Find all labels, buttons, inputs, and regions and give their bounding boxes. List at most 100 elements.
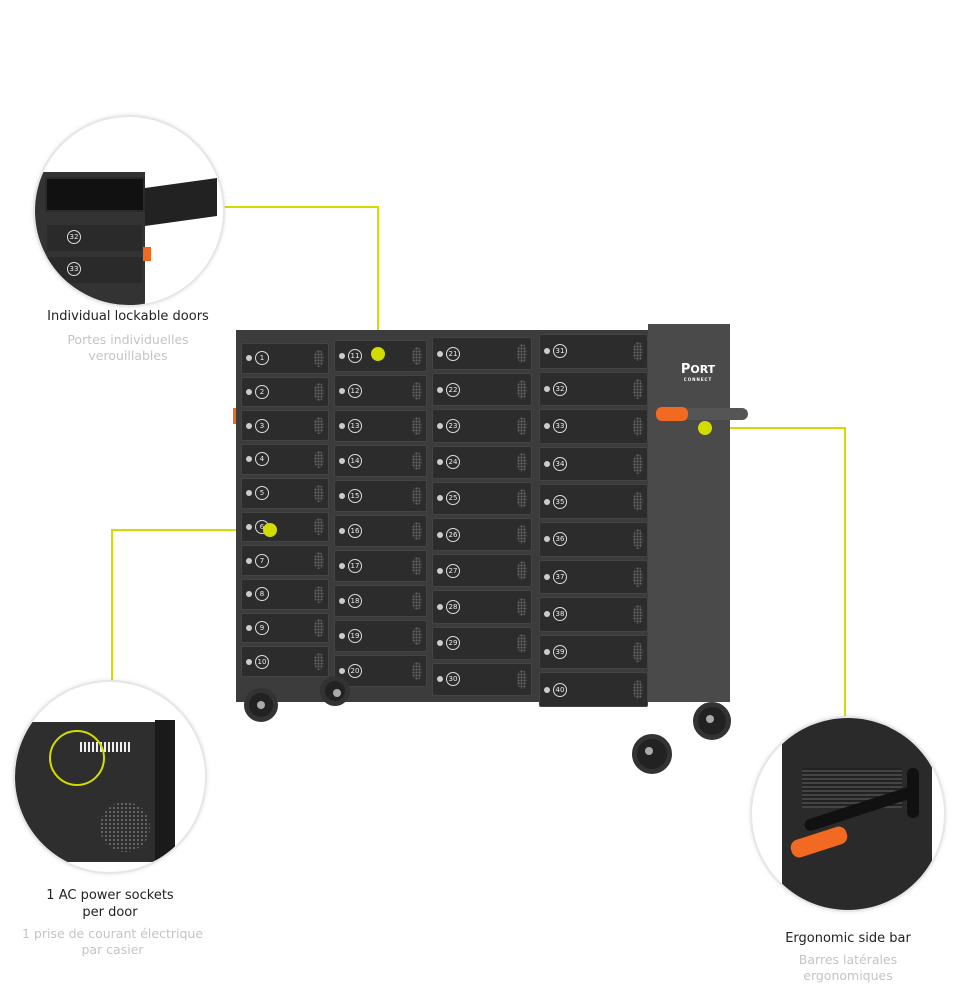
vent-grille (633, 529, 643, 550)
locker-door[interactable]: 31 (539, 334, 648, 369)
door-number: 4 (255, 452, 269, 467)
door-number: 37 (553, 569, 567, 584)
door-number: 35 (553, 494, 567, 509)
subtitle-line: Portes individuelles (67, 332, 189, 347)
callout-title-doors: Individual lockable doors (47, 309, 209, 324)
vent-grille (412, 662, 422, 680)
lock-icon (544, 423, 550, 430)
locker-door[interactable]: 40 (539, 672, 648, 707)
door-number: 30 (446, 672, 460, 687)
locker-door[interactable]: 26 (432, 518, 532, 552)
vent-grille (412, 557, 422, 575)
lock-icon (246, 422, 252, 429)
locker-door[interactable]: 1 (241, 343, 329, 374)
locker-door[interactable]: 37 (539, 559, 648, 595)
lock-icon (246, 591, 252, 598)
detail-circle-power (13, 680, 207, 874)
locker-door[interactable]: 18 (334, 585, 427, 617)
locker-door[interactable]: 10 (241, 646, 329, 678)
door-number: 39 (553, 645, 567, 660)
door-number: 11 (348, 349, 362, 363)
door-number: 36 (553, 532, 567, 547)
caster-wheel (244, 688, 278, 722)
locker-door[interactable]: 33 (539, 409, 648, 444)
locker-door[interactable]: 8 (241, 578, 329, 610)
locker-door[interactable]: 36 (539, 521, 648, 557)
vent-grille (314, 653, 324, 671)
caster-wheel (320, 676, 350, 706)
locker-door[interactable]: 23 (432, 409, 532, 443)
locker-door[interactable]: 5 (241, 477, 329, 509)
locker-door[interactable]: 32 (539, 371, 648, 407)
locker-door[interactable]: 4 (241, 444, 329, 475)
vent-grille (314, 518, 324, 536)
title-line: per door (82, 905, 138, 920)
lock-icon (246, 557, 252, 564)
locker-door[interactable]: 25 (432, 481, 532, 516)
locker-door[interactable]: 15 (334, 480, 427, 512)
locker-door[interactable]: 16 (334, 515, 427, 547)
lock-icon (246, 456, 252, 463)
door-number: 33 (553, 419, 567, 434)
lock-icon (437, 640, 443, 647)
door-number: 32 (553, 381, 567, 396)
locker-door[interactable]: 38 (539, 597, 648, 632)
locker-door[interactable]: 20 (334, 655, 427, 687)
locker-door[interactable]: 39 (539, 634, 648, 670)
door-number: 16 (348, 524, 362, 538)
door-number: 34 (553, 457, 567, 472)
lock-icon (437, 350, 443, 357)
callout-dot-sidebar (698, 421, 712, 435)
locker-door[interactable]: 28 (432, 590, 532, 624)
locker-door[interactable]: 6 (241, 511, 329, 543)
locker-door[interactable]: 27 (432, 554, 532, 588)
locker-door[interactable]: 29 (432, 626, 532, 660)
callout-dot-doors (371, 347, 385, 361)
lock-icon (544, 611, 550, 618)
vent-grille (314, 450, 324, 469)
locker-door[interactable]: 13 (334, 410, 427, 442)
locker-door[interactable]: 24 (432, 445, 532, 479)
detail-circle-doors: 32 33 (33, 115, 225, 307)
subtitle-line: par casier (81, 942, 144, 957)
lock-icon (544, 461, 550, 468)
door-number: 27 (446, 563, 460, 578)
lock-icon (544, 348, 550, 355)
locker-door[interactable]: 21 (432, 337, 532, 371)
locker-door[interactable]: 22 (432, 373, 532, 407)
locker-door[interactable]: 17 (334, 550, 427, 582)
vent-grille (517, 452, 527, 472)
locker-door[interactable]: 19 (334, 620, 427, 652)
door-number: 28 (446, 600, 460, 615)
lock-icon (437, 495, 443, 502)
vent-grille (517, 670, 527, 689)
locker-door[interactable]: 2 (241, 376, 329, 408)
lock-icon (339, 388, 345, 394)
locker-door[interactable]: 30 (432, 662, 532, 697)
subtitle-line: verouillables (88, 348, 168, 363)
locker-door[interactable]: 12 (334, 375, 427, 407)
lock-icon (437, 676, 443, 683)
vent-grille (412, 487, 422, 505)
lock-icon (437, 531, 443, 538)
locker-door[interactable]: 7 (241, 545, 329, 576)
door-number: 8 (255, 587, 269, 602)
vent-grille (633, 341, 643, 362)
locker-door[interactable]: 9 (241, 612, 329, 644)
lock-icon (339, 528, 345, 534)
callout-title-sidebar: Ergonomic side bar (785, 931, 911, 946)
locker-door[interactable]: 34 (539, 446, 648, 482)
locker-door[interactable]: 35 (539, 484, 648, 519)
vent-grille (517, 597, 527, 617)
lock-icon (544, 686, 550, 693)
vent-grille (517, 525, 527, 544)
door-number: 7 (255, 553, 269, 568)
detail-circle-sidebar (750, 716, 946, 912)
lock-icon (544, 536, 550, 543)
locker-door[interactable]: 14 (334, 445, 427, 477)
locker-door[interactable]: 3 (241, 410, 329, 442)
vent-grille (314, 417, 324, 435)
